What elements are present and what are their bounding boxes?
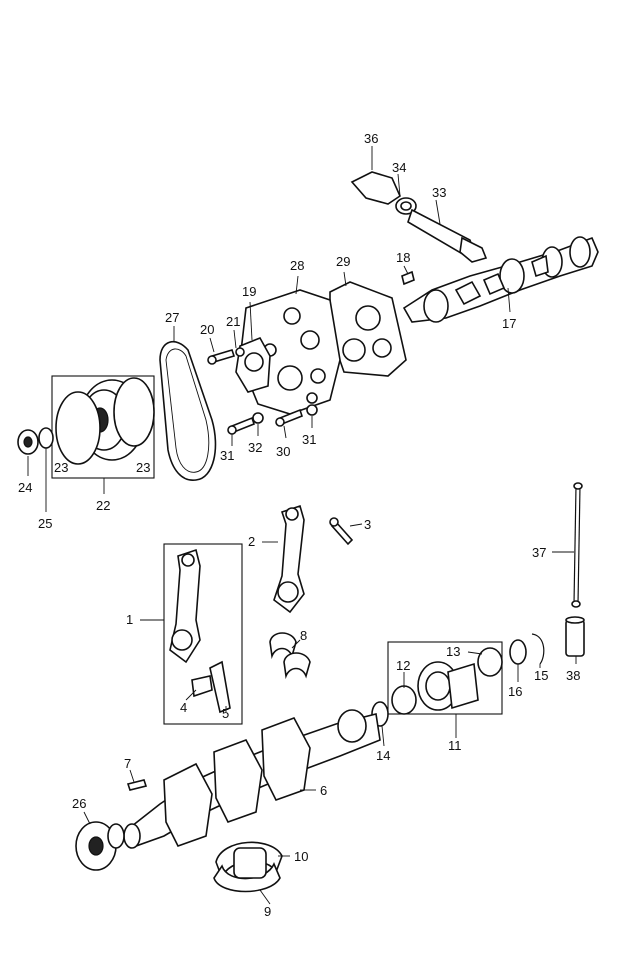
callout-21: 21 [226, 314, 240, 329]
big-end-bearing-shells [269, 632, 311, 680]
crankshaft-sprocket [75, 821, 125, 871]
oil-pump-drive-assembly [350, 171, 488, 263]
callout-30: 30 [276, 444, 290, 459]
callout-26: 26 [72, 796, 86, 811]
front-plate-gasket [329, 281, 407, 377]
callout-1: 1 [126, 612, 133, 627]
cap-bolt [329, 517, 354, 546]
callout-13: 13 [446, 644, 460, 659]
callout-22: 22 [96, 498, 110, 513]
callout-6: 6 [320, 783, 327, 798]
callout-35: 34 [392, 160, 406, 175]
crankshaft-gear-group [387, 641, 503, 715]
callout-10: 10 [294, 849, 308, 864]
callout-18: 18 [396, 250, 410, 265]
callout-20: 20 [200, 322, 214, 337]
callout-7: 7 [124, 756, 131, 771]
main-bearing-shells [213, 841, 283, 893]
callout-9: 9 [264, 904, 271, 919]
callout-25: 25 [38, 516, 52, 531]
callout-29: 29 [336, 254, 350, 269]
callout-33: 32 [248, 440, 262, 455]
callout-27: 27 [165, 310, 179, 325]
connecting-rod-group [163, 543, 243, 725]
callout-15: 15 [534, 668, 548, 683]
callout-23-right: 23 [136, 460, 150, 475]
callout-31: 31 [302, 432, 316, 447]
connecting-rod [273, 504, 305, 614]
callout-3: 3 [364, 517, 371, 532]
callout-37: 37 [532, 545, 546, 560]
callout-2: 2 [248, 534, 255, 549]
callout-12: 12 [396, 658, 410, 673]
bolts-and-washers [207, 347, 318, 435]
crankshaft [123, 709, 381, 849]
camshaft-sprocket-group [51, 375, 155, 479]
callout-4: 4 [180, 700, 187, 715]
callout-14: 14 [376, 748, 390, 763]
callout-32: 31 [220, 448, 234, 463]
callout-28: 28 [290, 258, 304, 273]
crankshaft-key [126, 779, 148, 791]
timing-chain [159, 340, 217, 481]
push-rod [571, 482, 583, 608]
camshaft-locating-plate [235, 336, 271, 393]
callout-8: 8 [300, 628, 307, 643]
leader-lines [27, 146, 577, 905]
callout-labels: 36 34 33 18 28 29 19 17 27 20 21 31 32 3… [18, 131, 580, 919]
callout-36: 36 [364, 131, 378, 146]
callout-19: 19 [242, 284, 256, 299]
sprocket-nut-and-washer [17, 427, 54, 455]
callout-16: 16 [508, 684, 522, 699]
callout-38: 38 [566, 668, 580, 683]
callout-5: 5 [222, 706, 229, 721]
tappet [565, 616, 585, 657]
callout-34: 33 [432, 185, 446, 200]
callout-17: 17 [502, 316, 516, 331]
callout-24: 24 [18, 480, 32, 495]
thrust-washers [371, 633, 545, 727]
camshaft [401, 236, 599, 323]
callout-11: 11 [448, 738, 462, 753]
callout-23-left: 23 [54, 460, 68, 475]
